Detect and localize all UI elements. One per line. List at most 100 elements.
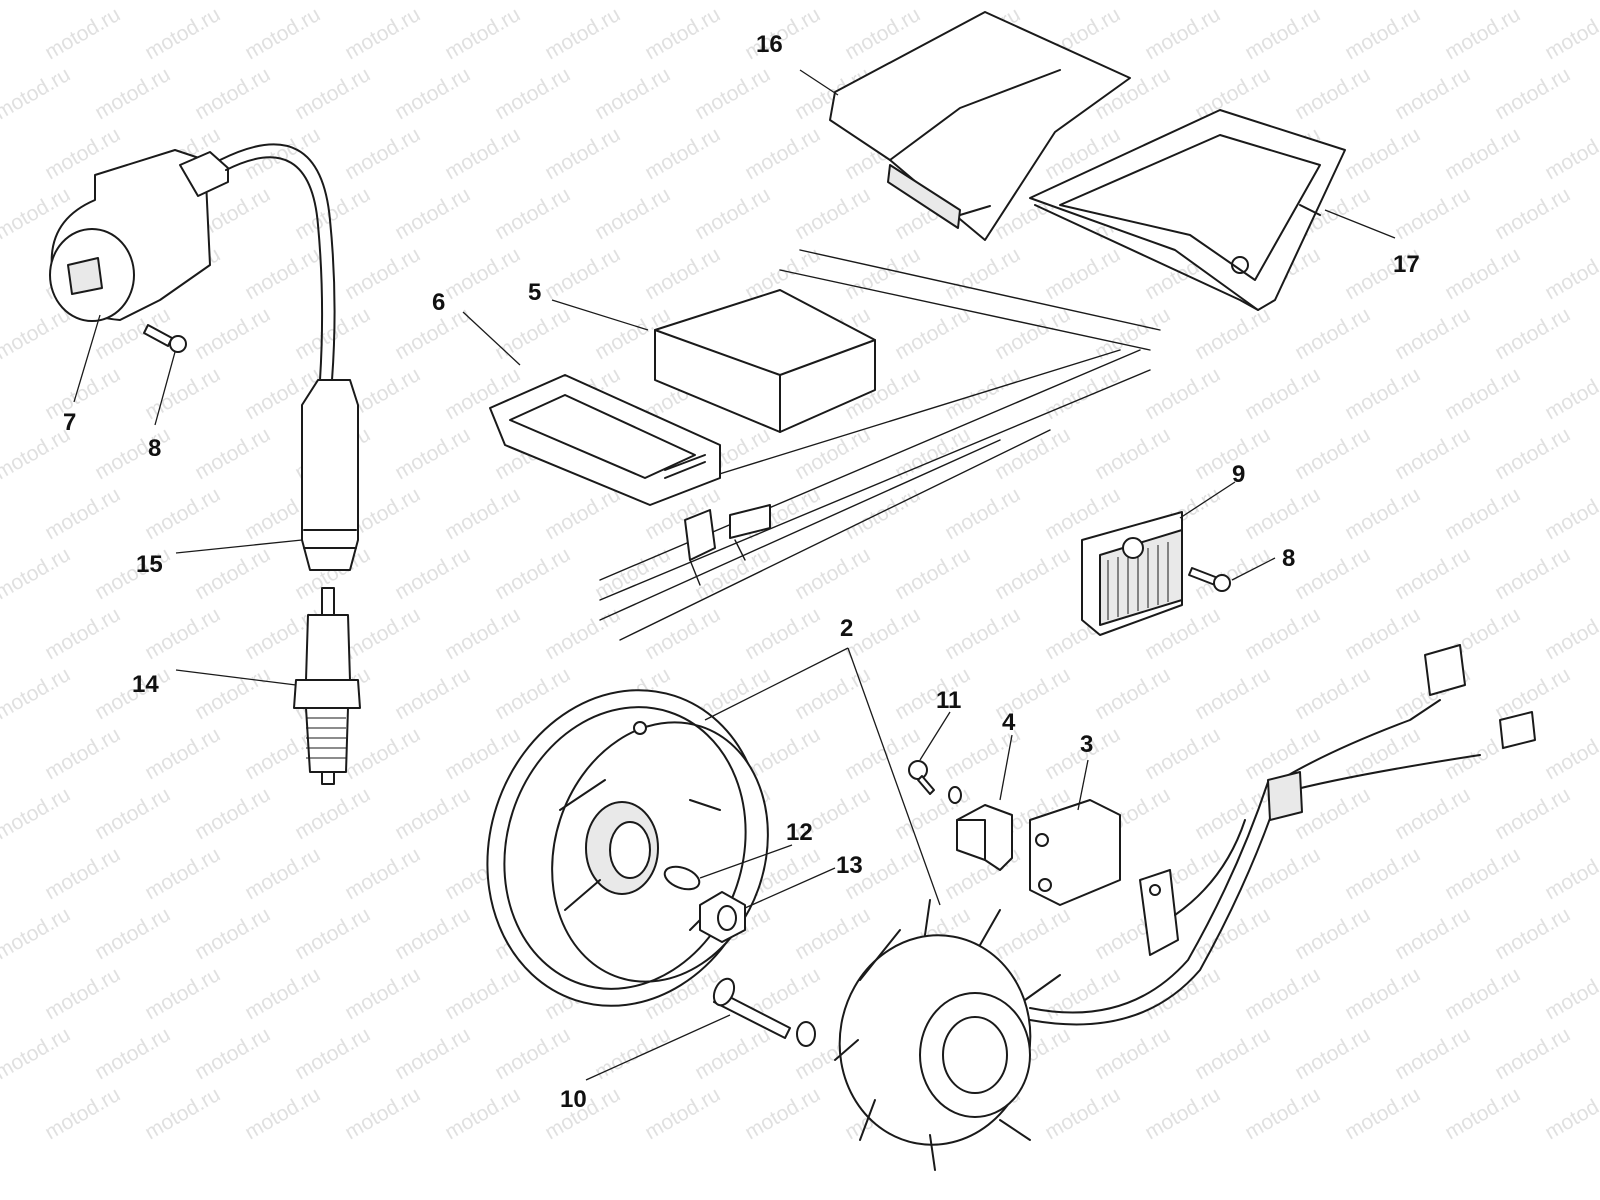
watermark-text: motod.ru (91, 423, 174, 484)
watermark-text: motod.ru (441, 483, 524, 544)
watermark-text: motod.ru (741, 603, 824, 664)
watermark-text: motod.ru (1191, 663, 1274, 724)
bracket-4 (956, 804, 1013, 871)
watermark-text: motod.ru (991, 303, 1074, 364)
watermark-text: motod.ru (1091, 663, 1174, 724)
watermark-text: motod.ru (641, 123, 724, 184)
watermark-text: motod.ru (1291, 543, 1374, 604)
watermark-text: motod.ru (1141, 723, 1224, 784)
callout-12: 12 (786, 819, 813, 846)
watermark-text: motod.ru (1091, 1023, 1174, 1084)
watermark-text: motod.ru (41, 723, 124, 784)
watermark-text: motod.ru (1291, 663, 1374, 724)
spark-plug-14 (293, 587, 361, 785)
watermark-text: motod.ru (1191, 1023, 1274, 1084)
watermark-text: motod.ru (1341, 3, 1424, 64)
watermark-text: motod.ru (1441, 1083, 1524, 1144)
watermark-text: motod.ru (241, 963, 324, 1024)
watermark-text: motod.ru (1541, 963, 1600, 1024)
watermark-text: motod.ru (341, 603, 424, 664)
watermark-text: motod.ru (391, 903, 474, 964)
watermark-text: motod.ru (941, 243, 1024, 304)
callout-11: 11 (936, 687, 961, 714)
watermark-text: motod.ru (741, 123, 824, 184)
watermark-text: motod.ru (1291, 1023, 1374, 1084)
watermark-text: motod.ru (41, 603, 124, 664)
plate-3 (1029, 799, 1121, 906)
watermark-text: motod.ru (1441, 483, 1524, 544)
callout-4: 4 (1002, 709, 1016, 736)
spark-plug-cap-15 (301, 379, 359, 571)
watermark-text: motod.ru (391, 1023, 474, 1084)
watermark-text: motod.ru (391, 783, 474, 844)
watermark-text: motod.ru (791, 663, 874, 724)
watermark-text: motod.ru (1441, 963, 1524, 1024)
watermark-text: motod.ru (1191, 783, 1274, 844)
watermark-text: motod.ru (191, 543, 274, 604)
watermark-text: motod.ru (141, 603, 224, 664)
woodruff-key-12 (663, 865, 701, 891)
watermark-text: motod.ru (1341, 123, 1424, 184)
watermark-text: motod.ru (541, 603, 624, 664)
watermark-text: motod.ru (1241, 483, 1324, 544)
watermark-text: motod.ru (41, 963, 124, 1024)
watermark-text: motod.ru (791, 543, 874, 604)
watermark-text: motod.ru (0, 903, 74, 964)
watermark-text: motod.ru (1041, 1083, 1124, 1144)
watermark-text: motod.ru (491, 543, 574, 604)
watermark-text: motod.ru (91, 63, 174, 124)
watermark-text: motod.ru (591, 63, 674, 124)
callout-7: 7 (63, 409, 76, 436)
watermark-text: motod.ru (1391, 903, 1474, 964)
watermark-text: motod.ru (941, 483, 1024, 544)
watermark-text: motod.ru (0, 63, 74, 124)
watermark-text: motod.ru (391, 63, 474, 124)
watermark-text: motod.ru (1541, 363, 1600, 424)
callout-15: 15 (136, 551, 163, 578)
watermark-text: motod.ru (891, 543, 974, 604)
hv-lead (219, 143, 336, 381)
watermark-text: motod.ru (541, 123, 624, 184)
watermark-text: motod.ru (891, 303, 974, 364)
watermark-text: motod.ru (1241, 963, 1324, 1024)
watermark-text: motod.ru (491, 1023, 574, 1084)
callout-14: 14 (132, 671, 159, 698)
watermark-text: motod.ru (291, 63, 374, 124)
watermark-text: motod.ru (141, 843, 224, 904)
watermark-text: motod.ru (541, 243, 624, 304)
watermark-text: motod.ru (391, 423, 474, 484)
pickup-sensor (1139, 869, 1179, 956)
watermark-text: motod.ru (1391, 543, 1474, 604)
control-unit-5 (654, 289, 876, 433)
watermark-text: motod.ru (1141, 363, 1224, 424)
control-unit-cover-16 (829, 11, 1131, 241)
watermark-text: motod.ru (1541, 483, 1600, 544)
watermark-text: motod.ru (1441, 3, 1524, 64)
watermark-text: motod.ru (341, 1083, 424, 1144)
watermark-text: motod.ru (891, 663, 974, 724)
leader-lines (73, 69, 1396, 1081)
watermark-text: motod.ru (491, 303, 574, 364)
watermark-text: motod.ru (191, 303, 274, 364)
watermark-text: motod.ru (341, 723, 424, 784)
watermark-text: motod.ru (541, 3, 624, 64)
watermark-text: motod.ru (1491, 783, 1574, 844)
watermark-text: motod.ru (441, 123, 524, 184)
watermark-text: motod.ru (641, 1083, 724, 1144)
stator (834, 899, 1061, 1171)
watermark-text: motod.ru (1491, 63, 1574, 124)
watermark-text: motod.ru (1391, 63, 1474, 124)
watermark-text: motod.ru (1291, 783, 1374, 844)
watermark-text: motod.ru (1541, 603, 1600, 664)
watermark-text: motod.ru (1491, 303, 1574, 364)
watermark-text: motod.ru (191, 783, 274, 844)
watermark-text: motod.ru (841, 603, 924, 664)
watermark-text: motod.ru (241, 123, 324, 184)
watermark-text: motod.ru (1141, 1083, 1224, 1144)
bolt-8-regulator (1188, 567, 1231, 592)
watermark-text: motod.ru (991, 423, 1074, 484)
watermark-text: motod.ru (241, 3, 324, 64)
watermark-text: motod.ru (741, 1083, 824, 1144)
watermark-text: motod.ru (491, 63, 574, 124)
